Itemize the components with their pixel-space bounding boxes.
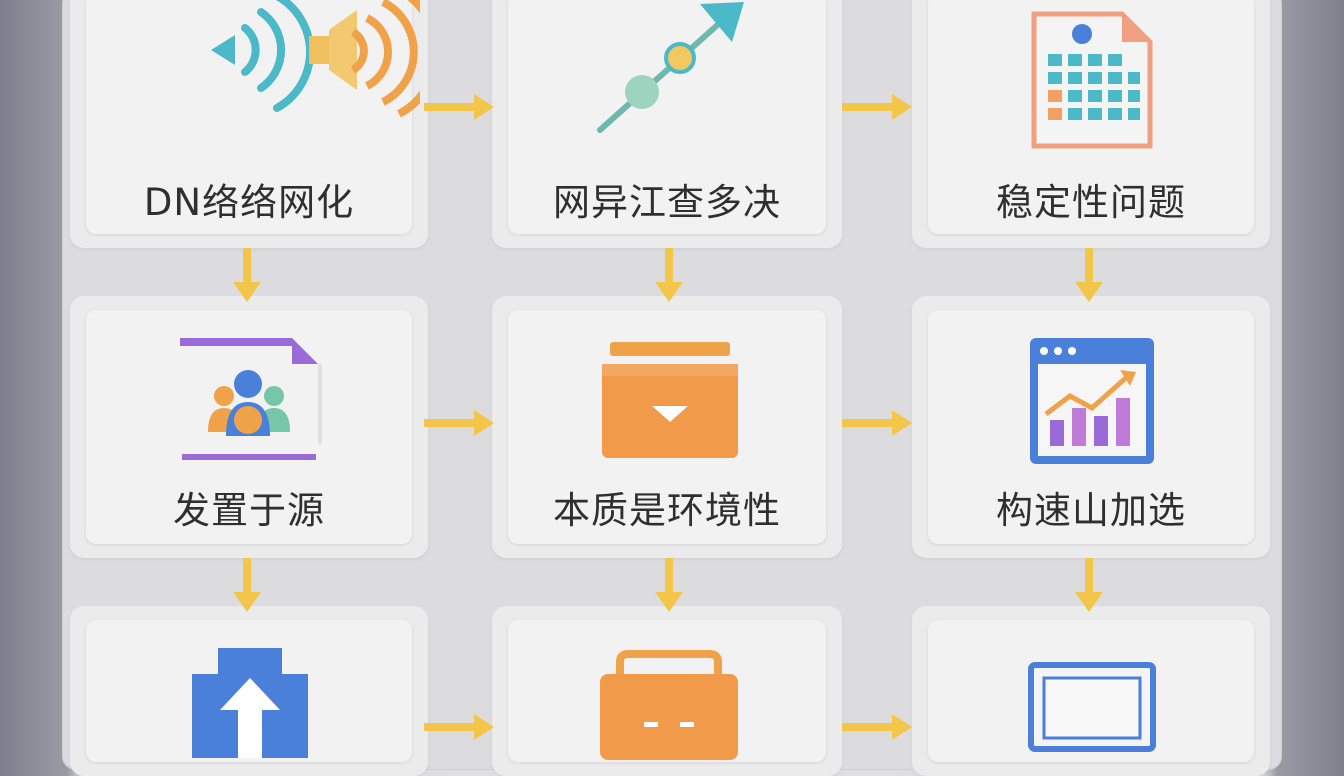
node-card-n9 — [912, 606, 1270, 776]
arrow-n3-n6 — [1075, 248, 1103, 302]
people-document-icon — [180, 338, 322, 460]
arrow-n4-n5 — [424, 410, 494, 436]
monitor-icon — [1028, 662, 1156, 752]
node-card-n5: 本质是环境性 — [492, 296, 842, 558]
archive-box-icon — [602, 342, 738, 458]
trend-arrow-icon — [597, 2, 744, 133]
calendar-document-icon — [1031, 11, 1153, 149]
arrow-n6-n9 — [1075, 558, 1103, 612]
node-card-n7 — [70, 606, 428, 776]
upload-icon — [192, 648, 308, 758]
node-card-n8 — [492, 606, 842, 776]
sound-waves-icon — [211, 0, 420, 118]
chart-window-icon — [1030, 338, 1154, 464]
arrow-n5-n6 — [842, 410, 912, 436]
node-label: 发置于源 — [173, 489, 325, 532]
node-label: 稳定性问题 — [996, 181, 1186, 224]
node-card-n6: 构速山加选 — [912, 296, 1270, 558]
node-card-n1: DN络络网化 — [70, 0, 428, 248]
arrow-n4-n7 — [233, 558, 261, 612]
node-card-n3: 稳定性问题 — [912, 0, 1270, 248]
node-label: DN络络网化 — [143, 181, 355, 224]
node-label: 本质是环境性 — [553, 489, 781, 532]
arrow-n8-n9 — [842, 714, 912, 740]
arrow-n2-n3 — [842, 94, 912, 120]
node-label: 构速山加选 — [996, 489, 1186, 532]
arrow-n2-n5 — [655, 248, 683, 302]
arrow-n1-n2 — [424, 94, 494, 120]
briefcase-icon — [600, 650, 738, 760]
node-label: 网异江查多决 — [553, 181, 781, 224]
node-card-inner — [508, 0, 826, 234]
arrow-n5-n8 — [655, 558, 683, 612]
node-card-n4: 发置于源 — [70, 296, 428, 558]
arrow-n7-n8 — [424, 714, 494, 740]
arrow-n1-n4 — [233, 248, 261, 302]
node-card-n2: 网异江查多决 — [492, 0, 842, 248]
